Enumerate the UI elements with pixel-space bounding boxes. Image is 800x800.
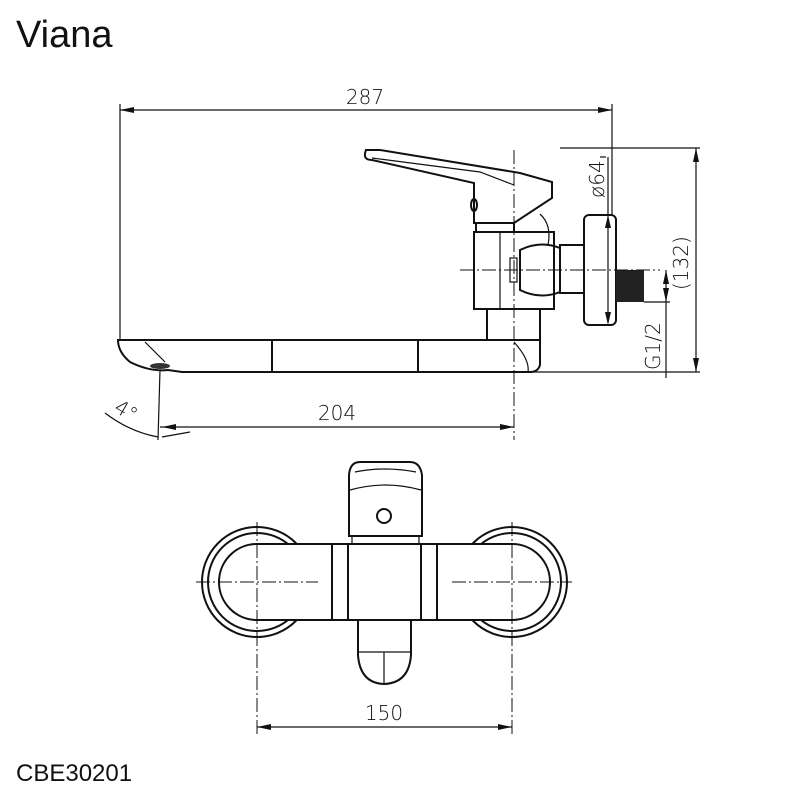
arrow <box>498 724 512 730</box>
handle-base <box>351 535 420 545</box>
arrow <box>663 270 669 284</box>
arrow <box>598 107 612 113</box>
dim-287-label: 287 <box>346 85 384 109</box>
arrow <box>605 215 611 228</box>
connector <box>559 244 585 294</box>
lever-edge <box>371 157 515 186</box>
handle-edge <box>349 484 422 491</box>
spout-tip-edge <box>144 341 166 363</box>
handle-edge <box>354 468 417 473</box>
side-view: 287 204 4° <box>104 85 700 441</box>
angle-arc <box>161 431 191 438</box>
spout-curve <box>513 341 529 373</box>
lever-handle <box>363 149 553 224</box>
top-view: 150 <box>196 461 572 735</box>
cartridge-curve <box>539 213 550 246</box>
thread <box>616 270 644 302</box>
arrow <box>500 424 514 430</box>
dim-64-label: ø64 <box>585 160 609 198</box>
arrow <box>605 312 611 325</box>
arrow <box>663 288 669 302</box>
arrow <box>693 148 699 162</box>
angle-label: 4° <box>110 395 142 427</box>
product-title: Viana <box>16 14 113 56</box>
arrow <box>693 358 699 372</box>
spout <box>116 339 541 373</box>
handle-screw <box>470 198 478 212</box>
arrow <box>162 424 176 430</box>
handle-screw-hole <box>376 508 392 524</box>
dim-thread-label: G1/2 <box>641 322 665 370</box>
aerator <box>150 363 170 369</box>
product-code: CBE30201 <box>16 760 133 787</box>
extension-line <box>157 369 161 441</box>
arrow <box>120 107 134 113</box>
handle-base <box>475 222 515 233</box>
dim-204-label: 204 <box>318 401 356 425</box>
dim-132-label: (132) <box>669 236 693 290</box>
dim-150-label: 150 <box>365 701 403 725</box>
angle-arc <box>104 412 159 438</box>
handle-top <box>348 461 423 537</box>
arrow <box>257 724 271 730</box>
